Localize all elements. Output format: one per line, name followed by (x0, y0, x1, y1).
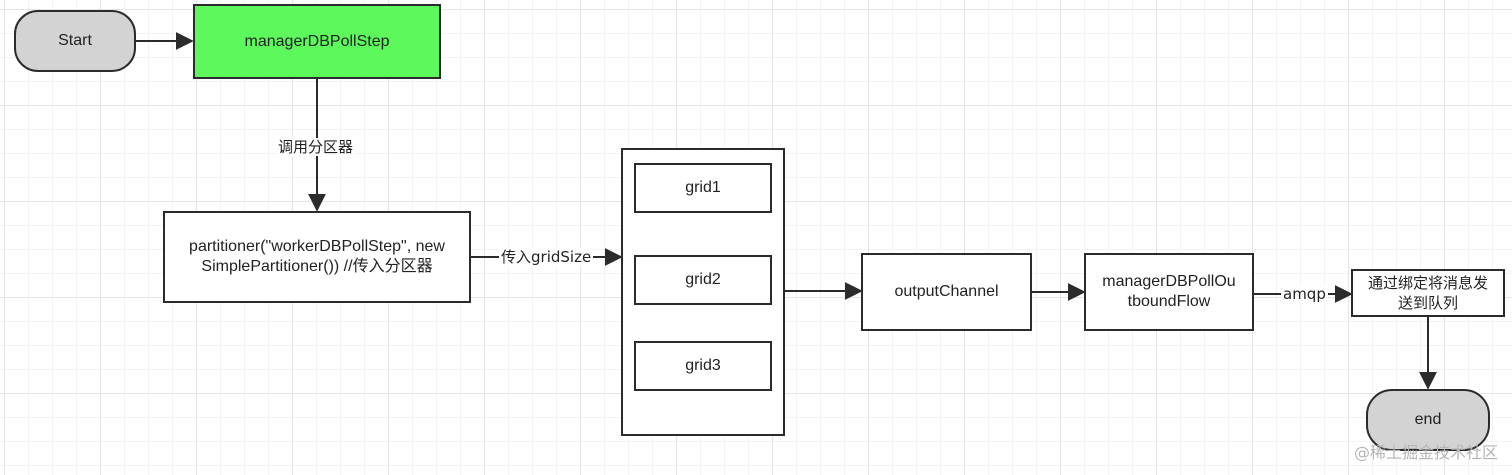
queue-send-node[interactable]: 通过绑定将消息发 送到队列 (1351, 269, 1505, 317)
end-label: end (1414, 411, 1442, 428)
manager-db-poll-step-node[interactable]: managerDBPollStep (193, 4, 441, 79)
end-node[interactable]: end (1366, 389, 1490, 451)
grid3-node[interactable]: grid3 (634, 341, 772, 391)
grid3-label: grid3 (685, 357, 721, 374)
grid2-label: grid2 (685, 271, 721, 288)
manager-db-poll-step-label: managerDBPollStep (244, 32, 390, 50)
queue-send-label-line1: 通过绑定将消息发 (1367, 274, 1488, 292)
start-node[interactable]: Start (14, 10, 136, 72)
edge-label-amqp: amqp (1281, 285, 1328, 303)
outbound-flow-label-line1: managerDBPollOu (1102, 273, 1236, 290)
grid1-label: grid1 (685, 179, 721, 196)
partitioner-node[interactable]: partitioner("workerDBPollStep", new Simp… (163, 211, 471, 303)
manager-outbound-flow-node[interactable]: managerDBPollOu tboundFlow (1084, 253, 1254, 331)
partitioner-label: partitioner("workerDBPollStep", new Simp… (189, 238, 445, 275)
grid1-node[interactable]: grid1 (634, 163, 772, 213)
watermark-text: @稀土掘金技术社区 (1353, 443, 1498, 462)
start-label: Start (58, 32, 92, 49)
queue-send-label-line2: 送到队列 (1397, 294, 1458, 312)
edge-label-call-partitioner: 调用分区器 (276, 138, 356, 156)
edge-label-pass-grid-size: 传入gridSize (499, 248, 594, 266)
grid2-node[interactable]: grid2 (634, 255, 772, 305)
output-channel-node[interactable]: outputChannel (861, 253, 1032, 331)
output-channel-label: outputChannel (894, 283, 999, 300)
outbound-flow-label-line2: tboundFlow (1127, 293, 1211, 310)
